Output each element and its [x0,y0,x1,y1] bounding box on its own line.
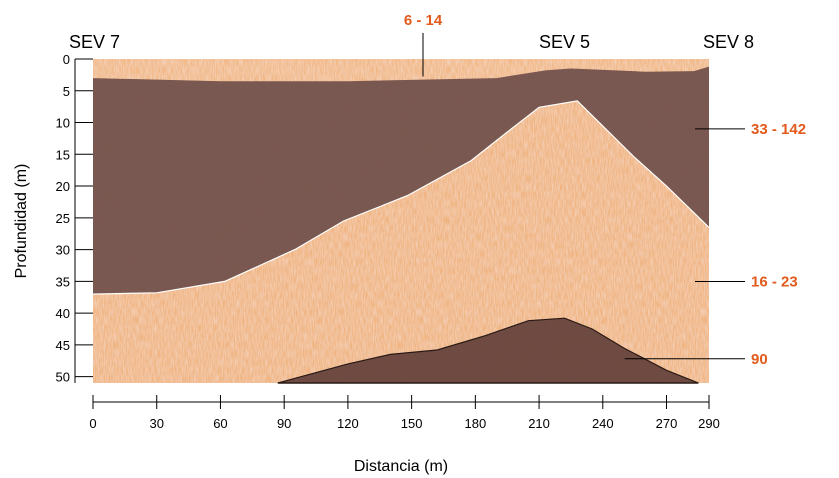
y-tick-label: 15 [56,147,70,162]
sounding-label-sev-5: SEV 5 [539,32,590,52]
x-tick-label: 30 [149,416,163,431]
y-tick-label: 0 [63,52,70,67]
y-tick-label: 35 [56,274,70,289]
x-tick-label: 0 [89,416,96,431]
x-tick-label: 210 [528,416,550,431]
x-tick-label: 90 [277,416,291,431]
x-tick-label: 120 [337,416,359,431]
x-tick-label: 180 [464,416,486,431]
x-tick-label: 60 [213,416,227,431]
y-tick-label: 50 [56,370,70,385]
sounding-label-sev-7: SEV 7 [69,32,120,52]
y-tick-label: 40 [56,306,70,321]
layer-6-14 [93,59,709,82]
y-tick-label: 20 [56,179,70,194]
layer-boundary-line [92,100,710,295]
y-tick-label: 45 [56,338,70,353]
y-tick-label: 10 [56,116,70,131]
y-tick-label: 30 [56,243,70,258]
sounding-label-sev-8: SEV 8 [703,32,754,52]
resistivity-label-6-14: 6 - 14 [404,12,443,29]
layer-90 [277,318,699,383]
y-axis-title: Profundidad (m) [13,164,30,279]
x-tick-label: 290 [698,416,720,431]
layer-33-142 [93,66,709,295]
resistivity-label-90: 90 [751,351,768,368]
resistivity-label-16-23: 16 - 23 [751,274,798,291]
x-tick-label: 270 [656,416,678,431]
layer-90-boundary [277,317,699,384]
resistivity-label-33-142: 33 - 142 [751,121,806,138]
x-tick-label: 240 [592,416,614,431]
x-axis-title: Distancia (m) [354,458,448,475]
y-tick-label: 25 [56,211,70,226]
y-tick-label: 5 [63,84,70,99]
x-tick-label: 150 [401,416,423,431]
